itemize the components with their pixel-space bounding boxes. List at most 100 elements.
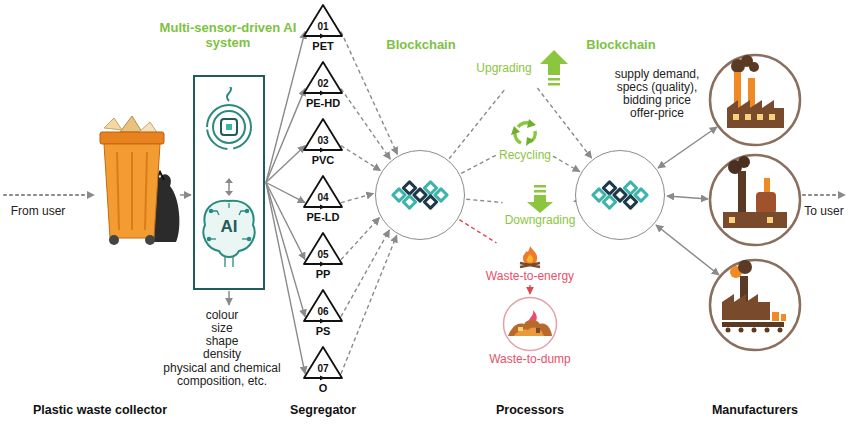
annotation-label: density xyxy=(203,348,241,361)
waste-bin-illustration xyxy=(100,132,164,144)
processor-icon xyxy=(527,185,553,213)
factory-icon xyxy=(778,328,783,333)
blockchain-node: Blockchain xyxy=(575,150,665,240)
manufacturer-circle xyxy=(710,260,800,350)
user-output-arrow xyxy=(803,194,845,196)
factory-icon xyxy=(745,114,751,120)
resin-name: PE-HD xyxy=(306,97,340,109)
factory-icon xyxy=(764,178,770,194)
flow-arrow xyxy=(180,194,191,196)
processor-label: Waste-to-energy xyxy=(486,269,574,283)
factory-icon xyxy=(727,55,784,128)
resin-name: PS xyxy=(316,325,331,337)
blockchain-heading: Blockchain xyxy=(346,37,496,52)
processor-icon xyxy=(502,296,558,352)
recycling-symbol: 07 xyxy=(301,344,345,382)
factory-icon xyxy=(738,260,752,274)
resin-code: 03 xyxy=(301,135,345,146)
resin-code: 07 xyxy=(301,363,345,374)
factory-icon xyxy=(752,328,757,333)
recycling-symbol: 03 xyxy=(301,116,345,154)
factory-icon xyxy=(757,114,763,120)
flow-connector xyxy=(266,146,305,183)
resin-code: 06 xyxy=(301,306,345,317)
resin-name: PP xyxy=(316,268,331,280)
flow-connector xyxy=(266,183,305,374)
manufacturer-circle xyxy=(710,55,800,145)
processor-node: Upgrading xyxy=(476,50,567,86)
blockchain-icon xyxy=(593,182,647,208)
flow-connector xyxy=(529,285,530,294)
recycling-symbol: 01 xyxy=(301,2,345,40)
resin-code-node: 07O xyxy=(301,344,345,394)
system-heading: Multi-sensor-driven AI system xyxy=(153,20,303,50)
annotation-label: shape xyxy=(206,335,239,348)
factory-icon xyxy=(738,156,750,168)
flow-connector xyxy=(341,194,374,203)
factory-icon xyxy=(772,312,779,321)
user-output-arrow xyxy=(803,195,845,196)
market-arrow xyxy=(667,196,708,199)
resin-code: 02 xyxy=(301,78,345,89)
flow-arrow xyxy=(228,291,230,305)
user-input-arrow xyxy=(4,194,94,196)
resin-name: O xyxy=(319,382,328,394)
factory-icon xyxy=(727,100,784,128)
factory-icon xyxy=(723,212,787,228)
flow-connector xyxy=(537,88,591,158)
factory-icon xyxy=(781,314,786,321)
ai-system: Multi-sensor-driven AI systemAI xyxy=(153,20,303,290)
processor-icon xyxy=(526,185,554,213)
processor-icon xyxy=(511,119,536,146)
processor-label: Recycling xyxy=(499,148,551,162)
factory-icon xyxy=(756,192,776,214)
flow-connector xyxy=(266,89,305,183)
resin-code: 04 xyxy=(301,192,345,203)
ai-label: AI xyxy=(195,218,263,236)
processor-label: Upgrading xyxy=(476,61,531,75)
flow-connector xyxy=(459,220,496,243)
factory-icon xyxy=(769,114,775,120)
market-arrow xyxy=(658,127,717,168)
flow-connector xyxy=(466,199,502,202)
factory-icon xyxy=(723,156,787,228)
resin-name: PE-LD xyxy=(307,211,340,223)
resin-code-node: 01PET xyxy=(301,2,345,52)
flow-connector xyxy=(341,146,380,171)
waste-bin-illustration xyxy=(104,118,122,130)
flow-connector xyxy=(341,218,379,260)
annotation-label: specs (quality), xyxy=(617,81,698,94)
processor-icon xyxy=(540,50,568,86)
resin-code-node: 02PE-HD xyxy=(301,59,345,109)
resin-code-node: 06PS xyxy=(301,287,345,337)
resin-code-node: 03PVC xyxy=(301,116,345,166)
factory-icon xyxy=(729,217,735,223)
resin-code: 01 xyxy=(301,21,345,32)
processor-icon xyxy=(504,298,557,351)
annotation-label: size xyxy=(211,322,232,335)
waste-bin-illustration xyxy=(145,235,155,245)
resin-name: PVC xyxy=(312,154,335,166)
dump-node: Waste-to-dump xyxy=(489,296,571,366)
processor-label: Waste-to-dump xyxy=(489,352,571,366)
blockchain-heading: Blockchain xyxy=(546,37,696,52)
factory-icon xyxy=(767,217,773,223)
annotation-label: bidding price xyxy=(623,94,691,107)
flow-connector xyxy=(341,89,390,160)
waste-bin-illustration xyxy=(131,152,133,230)
processor-icon xyxy=(540,50,568,86)
waste-bin-illustration xyxy=(120,116,142,132)
factory-icon xyxy=(765,328,770,333)
resin-name: PET xyxy=(312,40,333,52)
market-arrow xyxy=(656,225,719,275)
flow-connector xyxy=(461,155,497,174)
column-title: Processors xyxy=(496,403,564,418)
column-title: Manufacturers xyxy=(712,403,798,418)
column-title: Plastic waste collector xyxy=(33,403,167,418)
recycling-symbol: 02 xyxy=(301,59,345,97)
manufacturer-circle xyxy=(710,55,800,350)
factory-icon xyxy=(739,328,744,333)
blockchain-icon xyxy=(385,173,455,217)
processor-icon xyxy=(510,118,540,148)
